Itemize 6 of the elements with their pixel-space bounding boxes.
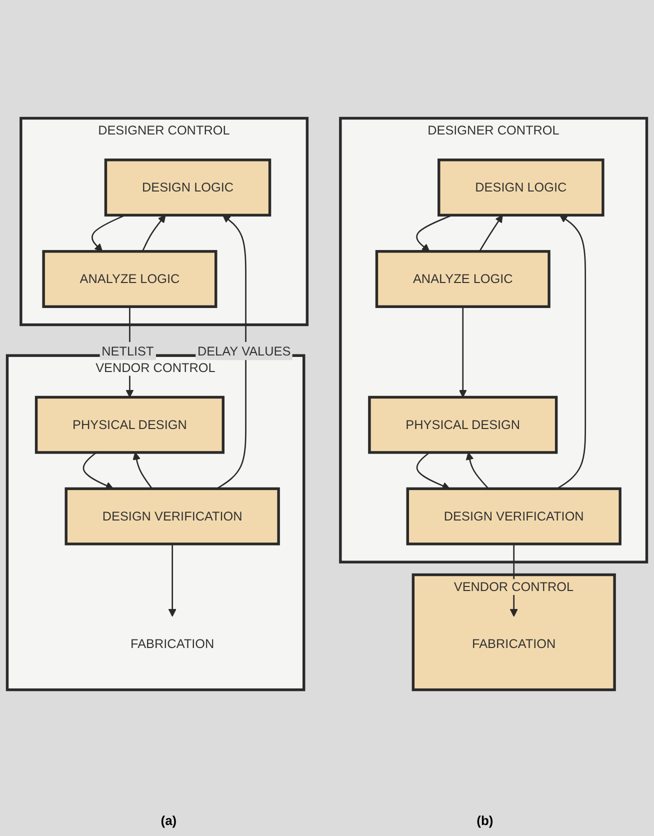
node-text: FABRICATION <box>472 636 556 652</box>
edge-label: NETLIST <box>102 345 154 360</box>
panel-label: (b) <box>476 813 494 828</box>
edge-label: DELAY VALUES <box>197 345 291 360</box>
panel-label: (a) <box>160 813 177 828</box>
node-text: FABRICATION <box>130 636 214 652</box>
